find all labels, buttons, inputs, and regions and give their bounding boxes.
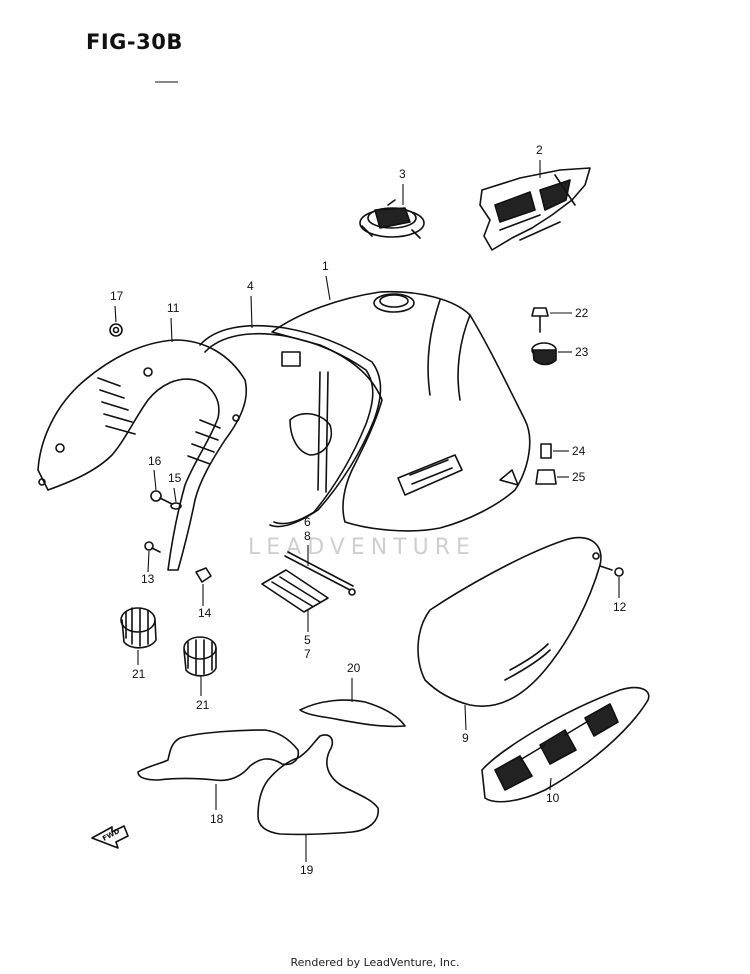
callout-21-left: 21 [132,667,146,681]
part-band[interactable] [284,551,356,596]
part-side-panel[interactable] [481,686,650,803]
callout-1: 1 [322,259,329,273]
callout-9: 9 [462,731,469,745]
callout-18: 18 [210,812,224,826]
part-decal[interactable] [479,167,591,251]
part-collar-15[interactable] [170,502,182,510]
part-left-shroud[interactable] [37,339,248,571]
callout-23: 23 [575,345,589,359]
part-screw-13[interactable] [144,541,161,553]
part-grommet-23[interactable] [531,342,557,366]
part-cover-20[interactable] [299,699,406,728]
footer-credit: Rendered by LeadVenture, Inc. [290,956,460,969]
callout-2: 2 [536,143,543,157]
part-seal-strip[interactable] [199,325,382,528]
callout-20: 20 [347,661,361,675]
fwd-arrow-icon: FWD [91,825,129,849]
callout-24: 24 [572,444,586,458]
callout-22: 22 [575,306,589,320]
part-damper-pad[interactable] [261,569,329,613]
callout-8: 8 [304,529,311,543]
figure-title: FIG-30B [86,30,183,54]
callout-3: 3 [399,167,406,181]
callout-17: 17 [110,289,124,303]
part-fuel-cap[interactable] [359,199,425,239]
callout-13: 13 [141,572,155,586]
callout-19: 19 [300,863,314,877]
callout-7: 7 [304,647,311,661]
callout-12: 12 [613,600,627,614]
part-bolt-17[interactable] [109,323,123,337]
part-knob-21-right[interactable] [183,636,217,677]
watermark-text: LEADVENTURE [248,535,476,560]
callout-16: 16 [148,454,162,468]
part-collar-24[interactable] [540,443,552,459]
part-guard-19[interactable] [257,734,379,836]
callout-25: 25 [572,470,586,484]
part-bolt-22[interactable] [531,307,549,333]
callout-14: 14 [198,606,212,620]
part-bolt-16[interactable] [150,490,173,505]
part-guard-18[interactable] [137,729,300,782]
callout-11: 11 [167,301,180,315]
callout-15: 15 [168,471,182,485]
callout-21-right: 21 [196,698,210,712]
part-fuel-tank[interactable] [271,290,531,532]
part-right-shroud[interactable] [417,536,602,707]
part-cushion-25[interactable] [535,469,557,485]
callout-6: 6 [304,515,311,529]
callout-4: 4 [247,279,254,293]
part-knob-21-left[interactable] [120,607,157,649]
part-screw-12[interactable] [599,565,624,577]
callout-10: 10 [546,791,560,805]
callout-5: 5 [304,633,311,647]
part-nut-14[interactable] [195,567,212,583]
